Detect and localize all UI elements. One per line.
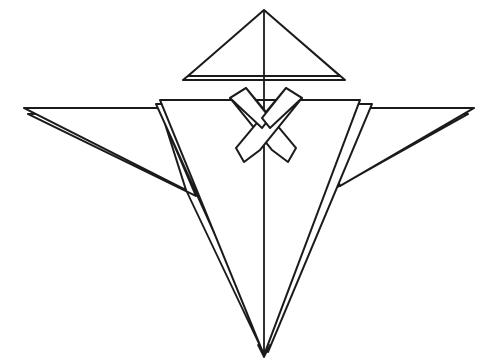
head-tip [183, 10, 345, 100]
left-wing-front-layer [24, 108, 186, 190]
